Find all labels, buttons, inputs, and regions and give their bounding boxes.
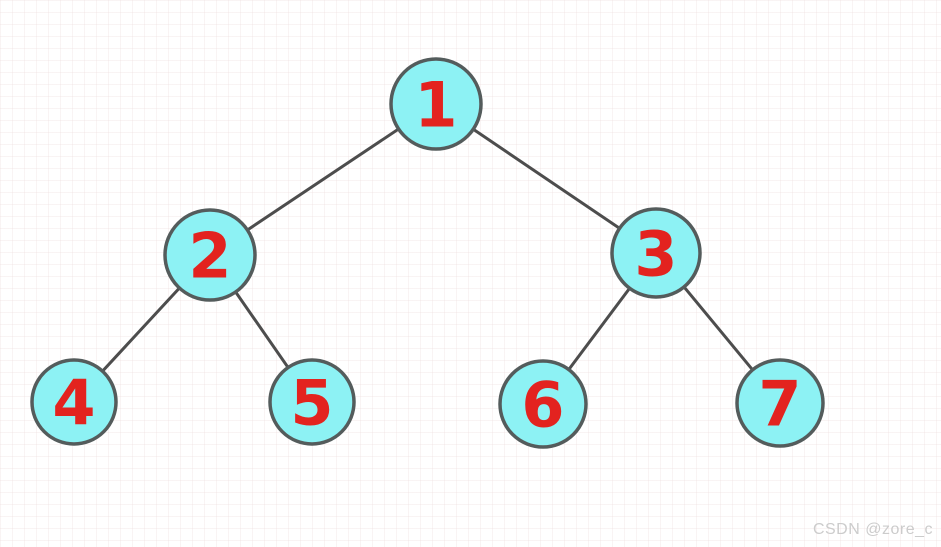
watermark: CSDN @zore_c [812,521,933,538]
node-label-4: 4 [52,366,95,439]
tree-node-7: 7 [735,358,825,448]
node-label-6: 6 [521,368,564,441]
node-circle-3 [610,207,702,299]
node-circle-1 [389,57,483,151]
node-circle-2 [163,208,257,302]
node-label-5: 5 [290,366,333,439]
tree-node-6: 6 [498,359,588,449]
node-label-7: 7 [758,367,801,440]
node-label-3: 3 [634,217,677,290]
tree-node-4: 4 [30,358,118,446]
node-label-1: 1 [414,68,457,141]
node-circle-6 [498,359,588,449]
tree-node-5: 5 [268,358,356,446]
tree-node-2: 2 [163,208,257,302]
node-circle-7 [735,358,825,448]
node-circle-4 [30,358,118,446]
tree-node-1: 1 [389,57,483,151]
node-circle-5 [268,358,356,446]
tree-node-3: 3 [610,207,702,299]
node-label-2: 2 [188,219,231,292]
